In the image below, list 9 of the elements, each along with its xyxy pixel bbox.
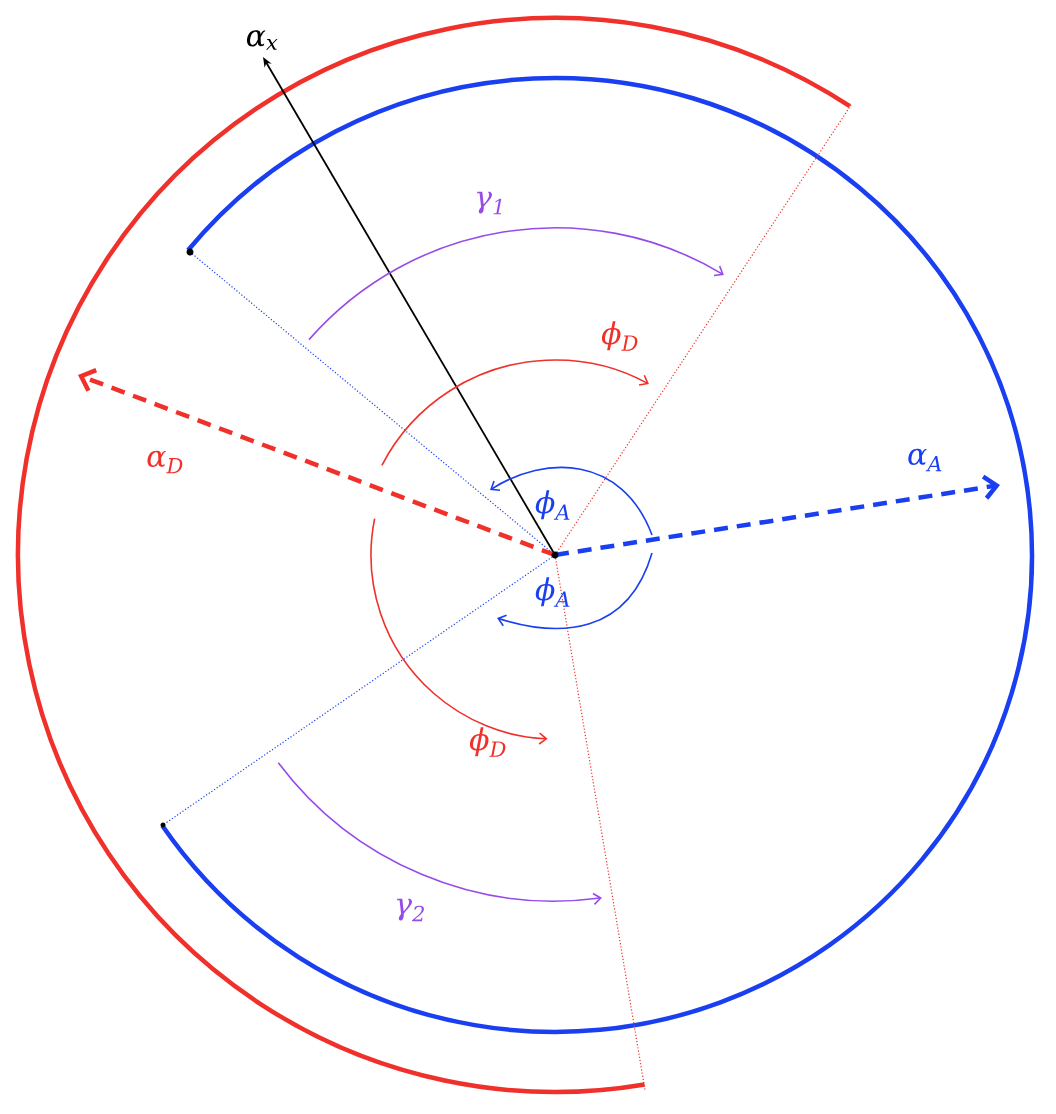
angle-label: ϕ$_{A}$ xyxy=(535,577,570,607)
angle-label: γ$_{2}$ xyxy=(397,898,424,922)
angle-label: ϕ$_{D}$ xyxy=(601,321,638,351)
angle-label: α$_{A}$ xyxy=(908,448,942,472)
angle-label: α$_{D}$ xyxy=(147,450,183,474)
angle-label: γ$_{1}$ xyxy=(477,191,502,215)
angle-label: ϕ$_{D}$ xyxy=(469,727,506,757)
angle-label: α$_{x}$ xyxy=(246,30,278,50)
angle-label: ϕ$_{A}$ xyxy=(535,490,570,520)
